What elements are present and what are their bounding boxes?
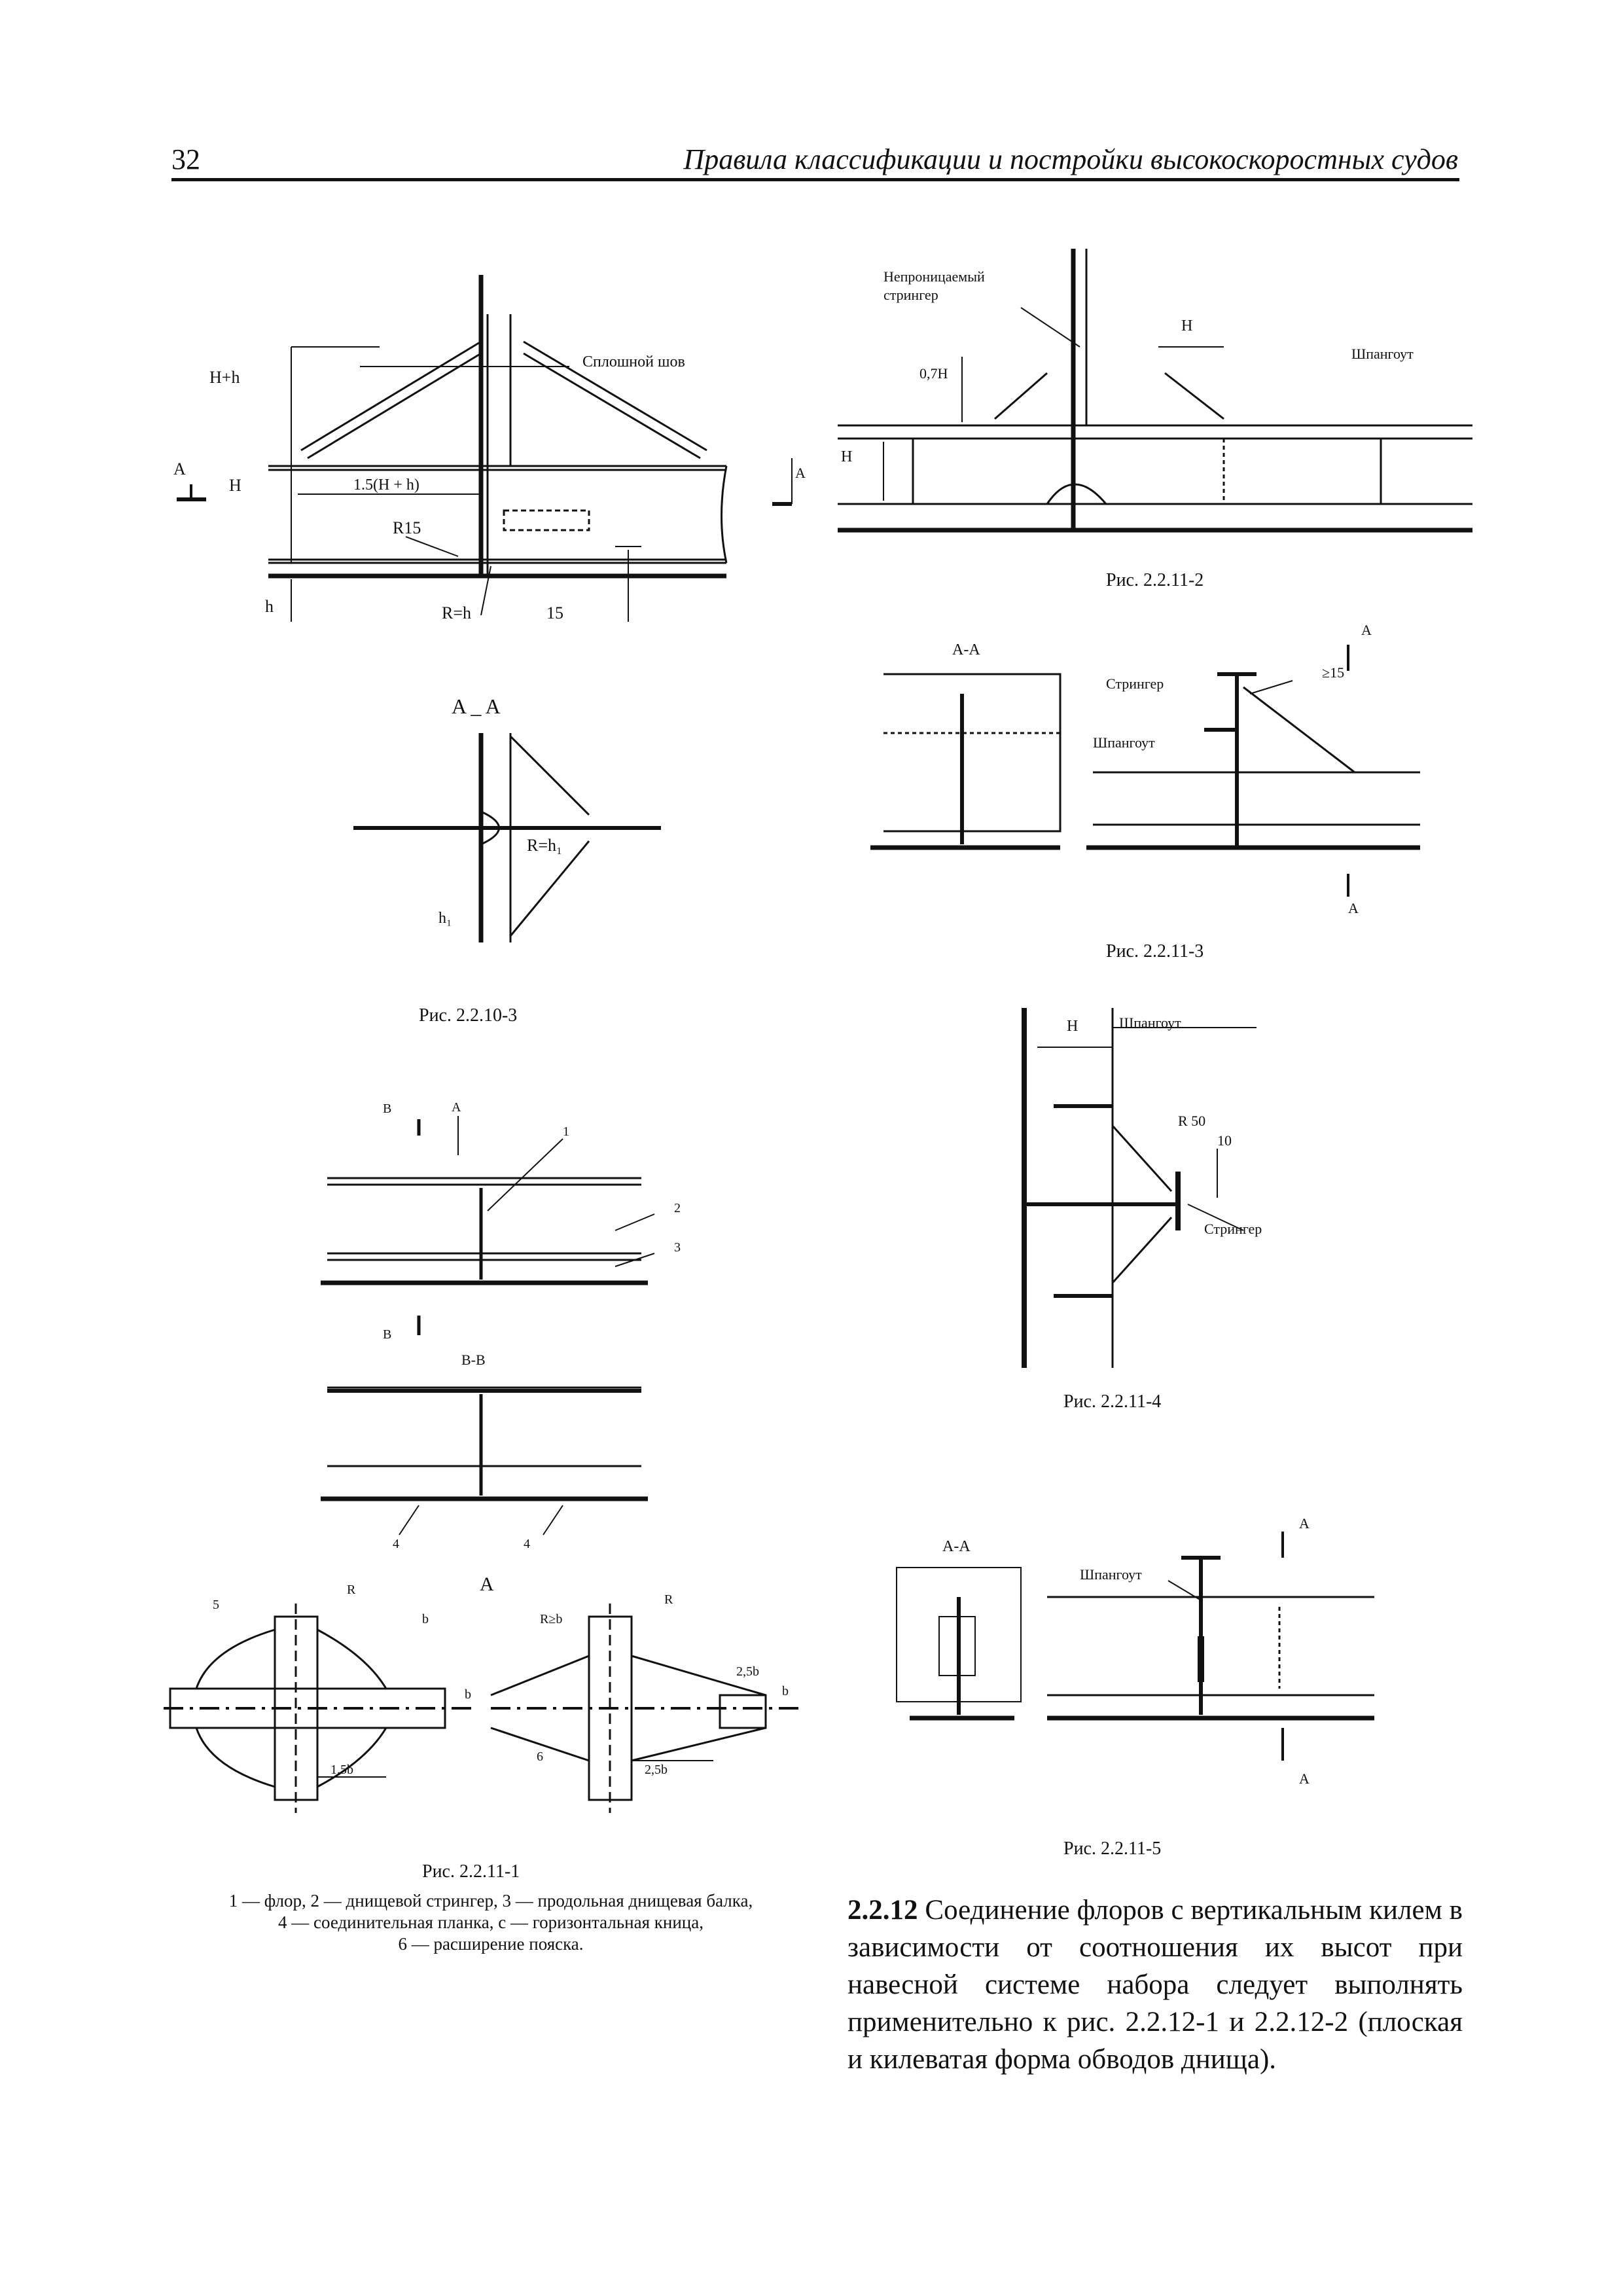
label-n2: 2 [674,1201,681,1215]
figure-2-2-10-3: H+h Сплошной шов A H 1.5(H + h) R15 R=h … [173,275,728,942]
paragraph-text: Соединение флоров с вертикальным килем в… [847,1895,1463,2075]
label-dim-15b: 1.5b [330,1763,353,1777]
paragraph-number: 2.2.12 [847,1895,918,1926]
label-h: H [1067,1018,1078,1035]
label-h-plus-h: H+h [209,368,240,387]
label-n3: 3 [674,1240,681,1255]
figure-legend: 1 — флор, 2 — днищевой стрингер, 3 — про… [151,1890,831,1955]
label-b-l3: b [782,1684,789,1698]
label-frame: Шпангоут [1093,734,1155,751]
label-r-eq-h: R=h [442,603,471,622]
legend-line-2: 4 — соединительная планка, с — горизонта… [278,1912,704,1932]
label-n6: 6 [537,1749,543,1764]
section-a-a: A-A [952,641,980,658]
label-h-left: H [841,448,852,465]
label-frame: Шпангоут [1080,1566,1142,1583]
legend-line-1: 1 — флор, 2 — днищевой стрингер, 3 — про… [228,1891,753,1910]
label-ten: 10 [1217,1132,1232,1149]
label-b-l2: b [465,1687,471,1702]
paragraph-2-2-12: 2.2.12 Соединение флоров с вертикальным … [847,1892,1463,2078]
label-a-bottom: A [1299,1770,1310,1787]
label-small-h: h [265,597,274,616]
label-stringer-1: Непроницаемый [883,268,985,285]
label-r50: R 50 [1178,1113,1205,1129]
figure-2-2-11-3: A-A Стрингер Шпангоут ≥15 A A [870,622,1420,916]
figure-2-2-11-5: A-A Шпангоут A A [896,1515,1374,1787]
label-a-top: A [1299,1515,1310,1532]
caption-2-2-11-5: Рис. 2.2.11-5 [1063,1839,1161,1859]
figure-2-2-11-2: Непроницаемый стрингер H Шпангоут 0,7H H… [772,249,1472,533]
label-stringer-2: стрингер [883,287,938,303]
label-fifteen: 15 [546,603,563,622]
label-r1: R [347,1583,356,1597]
caption-2-2-11-1: Рис. 2.2.11-1 [422,1861,520,1882]
caption-2-2-11-2: Рис. 2.2.11-2 [1106,570,1204,590]
figure-2-2-11-4: H Шпангоут R 50 10 Стрингер [1022,1008,1262,1368]
label-weld: Сплошной шов [582,353,685,370]
label-a-top: A [1361,622,1372,638]
section-b-b: B-B [461,1352,486,1368]
label-r-eq-h1: R=h₁ [527,836,562,855]
section-a: A [480,1573,494,1595]
label-a1: A [452,1100,461,1115]
section-a-a: A-A [942,1538,971,1555]
label-dim-25b-b: 2,5b [645,1763,668,1777]
label-a-bottom: A [1348,900,1359,916]
page-number: 32 [171,143,200,175]
label-stringer: Стрингер [1106,675,1164,692]
running-title: Правила классификации и постройки высоко… [683,143,1458,175]
label-n1: 1 [563,1124,569,1139]
label-n5: 5 [213,1598,219,1612]
figure-2-2-11-1: B A 1 2 3 B B-B 4 4 A 5 R b [164,1100,798,1813]
label-a: A [795,465,806,481]
label-r15: R15 [393,518,421,537]
label-big-h: H [229,476,241,495]
caption-2-2-11-4: Рис. 2.2.11-4 [1063,1391,1161,1412]
label-n4a: 4 [393,1537,399,1551]
label-b-l1: b [422,1612,429,1626]
label-h: H [1181,317,1192,334]
legend-line-3: 6 — расширение пояска. [398,1934,584,1954]
label-dim-25b-a: 2,5b [736,1664,759,1679]
label-ge15: ≥15 [1322,664,1344,681]
label-seven-h: 0,7H [919,365,948,382]
label-b1: B [383,1102,391,1116]
label-frame: Шпангоут [1119,1014,1181,1031]
section-a-a: A _ A [452,694,501,718]
label-frame: Шпангоут [1351,346,1414,362]
label-r2: R [664,1592,673,1607]
caption-2-2-10-3: Рис. 2.2.10-3 [419,1005,517,1026]
header-rule [171,178,1459,181]
label-stringer: Стрингер [1204,1221,1262,1237]
label-dim: 1.5(H + h) [353,476,419,493]
caption-2-2-11-3: Рис. 2.2.11-3 [1106,941,1204,961]
label-a: A [173,459,186,478]
label-r-ge-b: R≥b [540,1612,562,1626]
label-h1: h₁ [438,910,452,927]
label-n4b: 4 [524,1537,530,1551]
label-b2: B [383,1327,391,1342]
